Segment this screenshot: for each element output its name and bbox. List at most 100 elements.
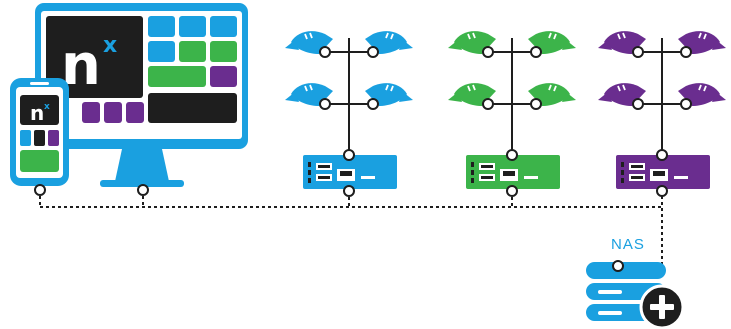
camera-line — [309, 32, 313, 39]
tile — [126, 102, 144, 123]
camera-node — [319, 98, 331, 110]
server-led — [621, 178, 624, 183]
server-led — [308, 162, 311, 167]
server-port-slot — [318, 165, 330, 168]
camera-node — [319, 46, 331, 58]
phone-app-panel — [20, 95, 59, 125]
logo-superscript: x — [103, 33, 117, 58]
tile — [148, 16, 175, 37]
server-port-slot — [481, 176, 493, 179]
server-node — [656, 149, 668, 161]
add-storage-icon-bar — [659, 295, 665, 319]
camera-line — [390, 85, 394, 92]
camera-line — [390, 33, 394, 40]
server-led — [308, 170, 311, 175]
phone-speaker — [30, 82, 49, 85]
camera-groups — [285, 31, 726, 197]
tile — [34, 130, 45, 146]
server-indicator — [674, 176, 688, 179]
camera-mount — [562, 40, 576, 50]
camera-line — [385, 84, 389, 91]
camera-node — [680, 46, 692, 58]
tile — [179, 16, 206, 37]
camera-line — [617, 85, 621, 92]
camera-line — [304, 85, 308, 92]
monitor-tiles — [82, 16, 237, 123]
camera-node — [482, 98, 494, 110]
camera-group — [448, 31, 576, 197]
camera-line — [548, 32, 552, 39]
server-led — [308, 178, 311, 183]
desktop-monitor: n x — [35, 3, 248, 187]
nas-slot — [598, 311, 622, 315]
tile — [104, 102, 122, 123]
camera-node — [367, 98, 379, 110]
server-led — [621, 162, 624, 167]
camera-mount — [598, 92, 612, 102]
server-port-slot — [631, 176, 643, 179]
camera-mount — [399, 92, 413, 102]
server-port-slot — [631, 165, 643, 168]
camera-line — [548, 84, 552, 91]
phone-node — [34, 184, 46, 196]
tile — [148, 41, 175, 62]
camera-node — [632, 98, 644, 110]
camera-line — [309, 84, 313, 91]
nas-label: NAS — [611, 236, 645, 253]
tile — [179, 41, 206, 62]
server-led — [471, 170, 474, 175]
mobile-phone: n x — [10, 78, 69, 186]
server-led — [471, 162, 474, 167]
server-bottom-node — [656, 185, 668, 197]
server-bottom-node — [506, 185, 518, 197]
nas-node — [612, 260, 624, 272]
camera-line — [472, 32, 476, 39]
tile — [210, 41, 237, 62]
camera-line — [553, 85, 557, 92]
tile — [48, 130, 59, 146]
server-indicator — [361, 176, 375, 179]
monitor-base — [100, 180, 184, 187]
camera-line — [385, 32, 389, 39]
camera-group — [285, 31, 413, 197]
camera-node — [482, 46, 494, 58]
tile — [210, 66, 237, 87]
tile — [82, 102, 100, 123]
monitor-stand — [114, 149, 170, 186]
nas-storage: NAS — [586, 236, 685, 329]
phone-logo-superscript: x — [44, 102, 50, 112]
camera-node — [632, 46, 644, 58]
camera-line — [622, 84, 626, 91]
tile — [148, 66, 206, 87]
camera-line — [703, 85, 707, 92]
camera-line — [622, 32, 626, 39]
camera-line — [553, 33, 557, 40]
server-port-slot — [481, 165, 493, 168]
ethernet-port-slot — [503, 171, 515, 176]
server-indicator — [524, 176, 538, 179]
camera-node — [530, 46, 542, 58]
camera-line — [698, 84, 702, 91]
camera-line — [703, 33, 707, 40]
camera-mount — [399, 40, 413, 50]
camera-group — [598, 31, 726, 197]
camera-node — [367, 46, 379, 58]
server-node — [506, 149, 518, 161]
nas-disk-1 — [586, 262, 666, 279]
desktop-node — [137, 184, 149, 196]
tile — [148, 93, 237, 123]
server-node — [343, 149, 355, 161]
camera-node — [680, 98, 692, 110]
camera-line — [698, 32, 702, 39]
tile — [210, 16, 237, 37]
camera-line — [617, 33, 621, 40]
camera-mount — [712, 40, 726, 50]
ethernet-port-slot — [653, 171, 665, 176]
nas-slot — [598, 290, 622, 294]
monitor-app-panel — [46, 16, 143, 98]
tile — [20, 130, 31, 146]
server-bottom-node — [343, 185, 355, 197]
camera-mount — [448, 92, 462, 102]
camera-line — [467, 33, 471, 40]
